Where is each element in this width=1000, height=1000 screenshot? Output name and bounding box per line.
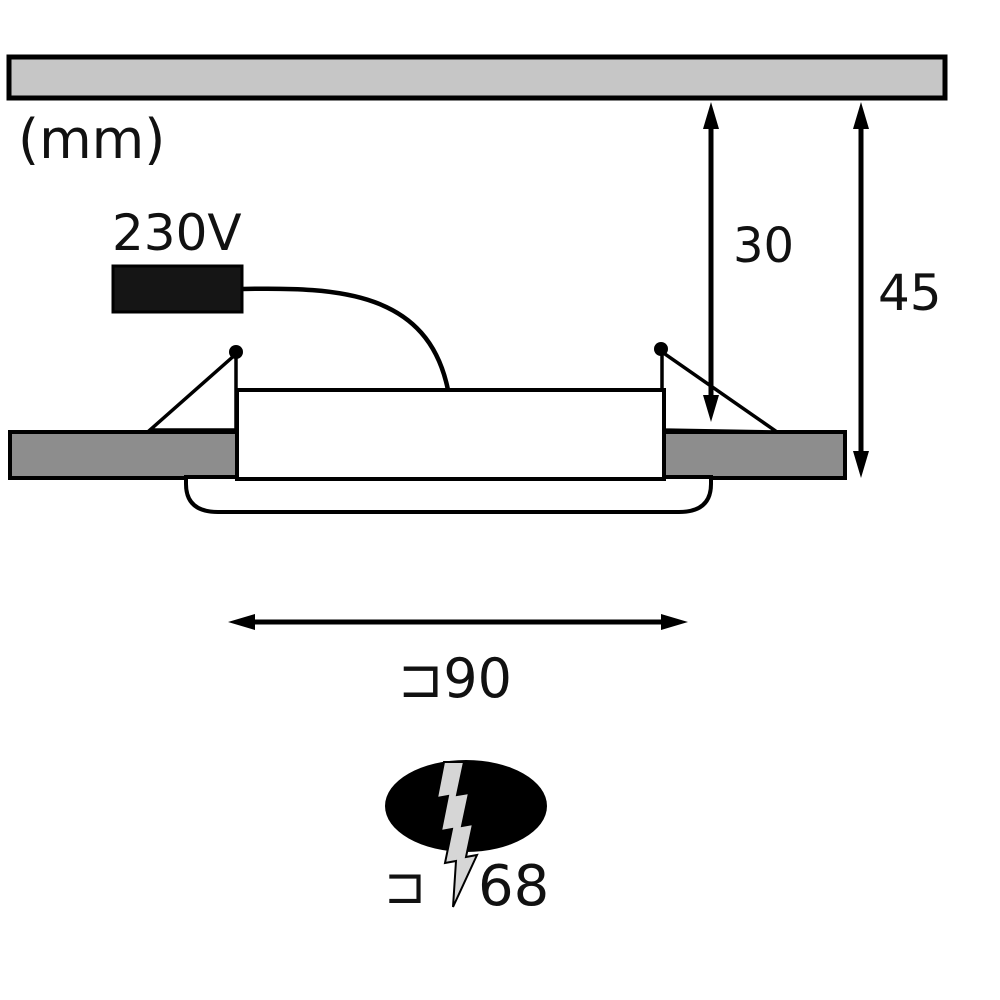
trim-bezel — [184, 475, 713, 514]
connector-box — [111, 264, 244, 314]
ceiling-panel — [6, 54, 948, 101]
voltage-label: 230V — [112, 204, 242, 262]
dim-45-arrow — [853, 102, 869, 478]
dim-30-arrow — [703, 102, 719, 422]
right-flange — [662, 430, 847, 480]
dim-45-label: 45 — [878, 264, 942, 322]
dim-90-arrow — [228, 614, 688, 630]
left-clip-pivot — [229, 345, 243, 359]
dim-90-label: ⊐90 — [398, 647, 512, 710]
right-spring-clip — [660, 348, 783, 434]
left-flange — [8, 430, 239, 480]
fixture-body — [235, 388, 666, 481]
dim-30-label: 30 — [733, 218, 794, 274]
cutout-diameter-symbol: ⊐ — [384, 857, 426, 915]
cutout-diameter-value: 68 — [478, 854, 549, 919]
left-spring-clip — [145, 350, 238, 432]
supply-wire — [241, 286, 451, 391]
right-clip-pivot — [654, 342, 668, 356]
unit-label: (mm) — [18, 108, 165, 171]
lightning-bolt-icon — [435, 761, 479, 908]
